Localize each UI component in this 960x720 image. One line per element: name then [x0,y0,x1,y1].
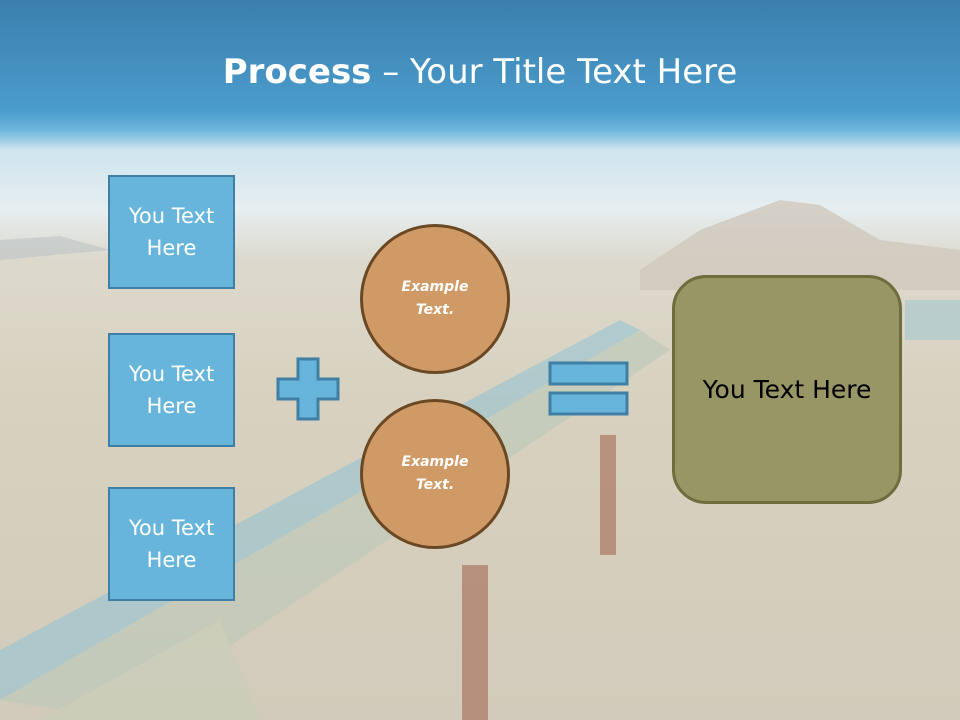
input-box-1[interactable]: You Text Here [108,175,235,289]
circle-text: Example Text. [401,279,469,318]
circle-text: Example Text. [401,454,469,493]
result-text: You Text Here [702,375,872,404]
plus-icon [276,357,340,421]
title-rest: – Your Title Text Here [371,52,738,92]
input-box-3[interactable]: You Text Here [108,487,235,601]
equals-icon [548,361,629,416]
input-box-text: You Text Here [128,362,215,418]
input-box-text: You Text Here [128,516,215,572]
input-box-text: You Text Here [128,204,215,260]
example-circle-1[interactable]: Example Text. [360,224,510,374]
slide-title: Process – Your Title Text Here [0,52,960,92]
example-circle-2[interactable]: Example Text. [360,399,510,549]
title-bold: Process [222,52,372,92]
input-box-2[interactable]: You Text Here [108,333,235,447]
result-box[interactable]: You Text Here [672,275,902,504]
